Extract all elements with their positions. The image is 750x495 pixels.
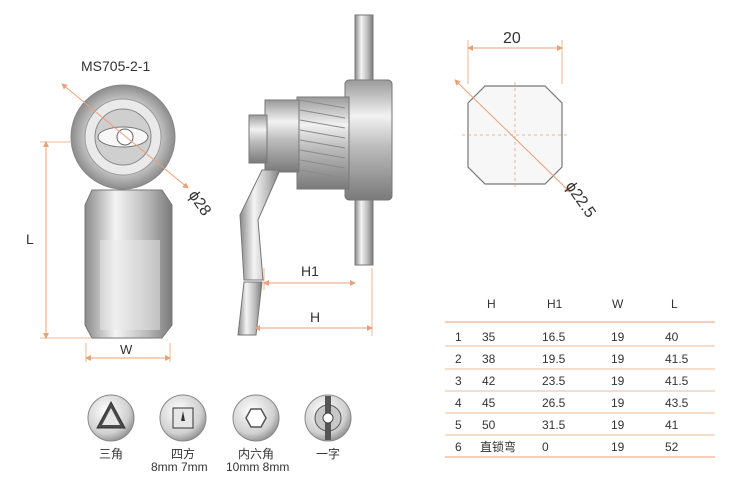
svg-text:19: 19 — [611, 440, 625, 454]
svg-text:19: 19 — [611, 352, 625, 366]
table-row: 5 50 31.5 19 41 — [455, 418, 679, 432]
side-view: H1 H — [237, 14, 393, 336]
svg-text:41.5: 41.5 — [665, 352, 689, 366]
key-label-square: 四方 — [171, 446, 195, 461]
side-nut — [344, 79, 393, 201]
svg-text:40: 40 — [665, 330, 679, 344]
dim-L-label: L — [26, 231, 34, 247]
svg-text:38: 38 — [482, 352, 496, 366]
key-types — [87, 394, 352, 442]
svg-text:19: 19 — [611, 396, 625, 410]
table-row: 3 42 23.5 19 41.5 — [455, 374, 689, 388]
svg-text:19.5: 19.5 — [542, 352, 566, 366]
table-header-W: W — [612, 297, 624, 311]
svg-text:0: 0 — [542, 440, 549, 454]
svg-text:31.5: 31.5 — [542, 418, 566, 432]
svg-text:50: 50 — [482, 418, 496, 432]
key-label-hex: 内六角 — [238, 447, 274, 461]
svg-text:1: 1 — [455, 330, 462, 344]
svg-text:5: 5 — [455, 418, 462, 432]
svg-text:45: 45 — [482, 396, 496, 410]
spec-table: H H1 W L 1 35 16.5 19 40 2 38 19.5 19 41… — [445, 297, 715, 458]
side-lever — [239, 169, 281, 281]
svg-text:2: 2 — [455, 352, 462, 366]
key-label-slot: 一字 — [316, 446, 340, 461]
svg-text:41.5: 41.5 — [665, 374, 689, 388]
svg-text:23.5: 23.5 — [542, 374, 566, 388]
svg-text:19: 19 — [611, 374, 625, 388]
key-sub-square: 8mm 7mm — [151, 460, 208, 474]
dim-20-label: 20 — [503, 30, 521, 47]
svg-text:42: 42 — [482, 374, 496, 388]
svg-text:19: 19 — [611, 330, 625, 344]
key-label-triangle: 三角 — [99, 447, 123, 461]
table-header-L: L — [671, 297, 678, 311]
table-row: 4 45 26.5 19 43.5 — [455, 396, 689, 410]
front-view: ϕ28 L W — [26, 83, 214, 362]
dim-W-label: W — [120, 342, 133, 357]
key-type-labels: 三角 四方 8mm 7mm 内六角 10mm 8mm 一字 — [99, 446, 340, 474]
svg-text:直锁弯: 直锁弯 — [480, 439, 516, 454]
svg-text:26.5: 26.5 — [542, 396, 566, 410]
dim-H1-label: H1 — [301, 263, 319, 279]
key-sub-hex: 10mm 8mm — [226, 460, 289, 474]
table-row: 2 38 19.5 19 41.5 — [455, 352, 689, 366]
dim-H-label: H — [310, 309, 320, 325]
svg-text:4: 4 — [455, 396, 462, 410]
svg-text:6: 6 — [455, 440, 462, 454]
svg-text:35: 35 — [482, 330, 496, 344]
svg-text:16.5: 16.5 — [542, 330, 566, 344]
dim-22-5-label: ϕ22.5 — [562, 179, 599, 222]
table-row: 6 直锁弯 0 19 52 — [455, 439, 679, 454]
svg-text:43.5: 43.5 — [665, 396, 689, 410]
svg-text:19: 19 — [611, 418, 625, 432]
keyhole-view: 20 ϕ22.5 — [454, 30, 599, 222]
table-header-H1: H1 — [547, 297, 563, 311]
front-diameter-label: ϕ28 — [185, 188, 214, 220]
svg-text:41: 41 — [665, 418, 679, 432]
table-row: 1 35 16.5 19 40 — [455, 330, 679, 344]
svg-text:3: 3 — [455, 374, 462, 388]
model-label: MS705-2-1 — [81, 58, 150, 74]
table-header-H: H — [487, 297, 496, 311]
svg-text:52: 52 — [665, 440, 679, 454]
